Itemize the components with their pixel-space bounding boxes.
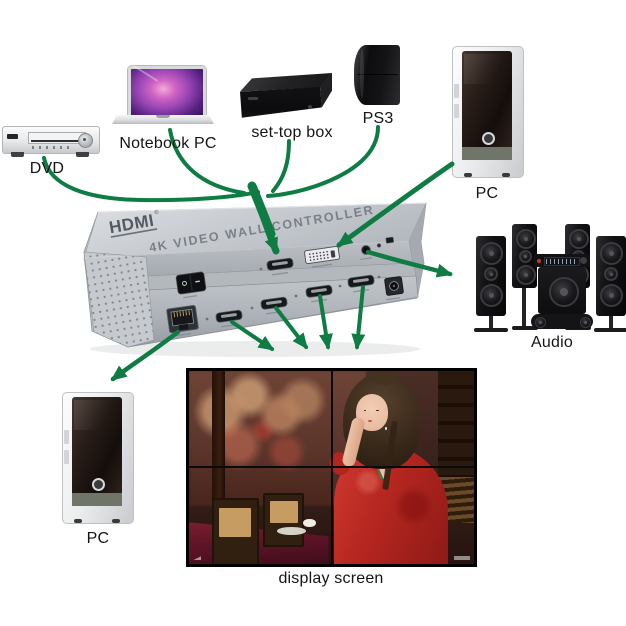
- ps3-image: [354, 45, 400, 105]
- controller-silhouette: [83, 202, 427, 348]
- connection-arrows: [42, 125, 455, 382]
- hdmi-out-port-3: [305, 284, 333, 298]
- controller-input-band: [83, 240, 414, 280]
- hdmi-out-port-2: [260, 296, 288, 310]
- arrow-trunk-to-hdmi-in: [250, 184, 280, 255]
- notebook-pc-label: Notebook PC: [119, 135, 217, 152]
- arrow-output4-to-display: [351, 285, 366, 350]
- pc-top-label: PC: [475, 185, 499, 202]
- subwoofer: [538, 267, 586, 314]
- reset-button: [376, 243, 382, 248]
- controller-front-face: [89, 275, 419, 348]
- pc-front-panel: [72, 397, 122, 493]
- pc-bottom-label: PC: [86, 530, 110, 547]
- dc-power-jack: [384, 276, 404, 296]
- hdmi-logo: HDMI ®: [108, 209, 160, 238]
- hdmi-logo-tagline-bar: [110, 228, 158, 238]
- power-switch: [175, 271, 207, 295]
- controller-left-side-face: [83, 251, 155, 348]
- port-label-marks: [175, 257, 401, 337]
- pc-power-button: [482, 132, 495, 145]
- display-screen-label: display screen: [278, 570, 384, 587]
- video-wall-photo: [189, 371, 474, 564]
- dvd-knob: [78, 133, 93, 148]
- dvd-buttons: [32, 146, 72, 149]
- arrow-settop-to-controller: [271, 139, 291, 193]
- table: [189, 522, 329, 564]
- ps3-label: PS3: [362, 110, 394, 127]
- hdmi-logo-reg: ®: [154, 209, 160, 217]
- arrow-output2-to-display: [274, 306, 308, 350]
- arrow-output3-to-display: [318, 294, 333, 350]
- notebook-keyboard-base: [112, 115, 214, 124]
- ethernet-port: [166, 304, 199, 334]
- audio-out-jack: [360, 244, 372, 256]
- dvd-label: DVD: [29, 160, 65, 177]
- video-wall-divider-horizontal: [189, 466, 474, 469]
- audio-system-image: [474, 220, 626, 336]
- pc-front-panel: [462, 51, 512, 147]
- pc-top-image: [452, 46, 524, 178]
- arrow-pc-to-dvi: [336, 161, 455, 248]
- hdmi-out-port-1: [215, 309, 243, 323]
- speaker-tower-right: [596, 236, 626, 316]
- dvd-player-image: [2, 126, 100, 160]
- set-top-box-image: [240, 73, 332, 125]
- chair: [211, 498, 259, 564]
- notebook-pc-image: [112, 64, 214, 126]
- audio-label: Audio: [531, 334, 573, 351]
- controller-top-face: [83, 202, 427, 259]
- vent-holes: [84, 252, 154, 347]
- hdmi-in-port: [266, 257, 294, 271]
- controller-title: 4K VIDEO WALL CONTROLLER: [148, 203, 375, 255]
- hdmi-out-port-4: [347, 274, 375, 288]
- ir-window: [385, 236, 395, 244]
- arrow-output1-to-display: [230, 320, 275, 351]
- arrow-controller-to-audio: [365, 249, 453, 278]
- controller-shadow: [90, 341, 420, 357]
- controller-step-band: [86, 262, 417, 294]
- pc-power-button: [92, 478, 105, 491]
- pc-bottom-image: [62, 392, 134, 524]
- ps3-body: [354, 45, 400, 105]
- display-screen-image: [186, 368, 477, 567]
- bookshelf: [438, 371, 474, 491]
- center-speaker: [531, 314, 593, 329]
- dvi-port: [304, 246, 340, 264]
- speaker-tower-left: [476, 236, 506, 316]
- av-receiver: [534, 254, 590, 267]
- arrow-controller-to-pc-bottom: [110, 329, 181, 382]
- dvd-display: [7, 134, 18, 139]
- controller-right-face: [409, 203, 426, 297]
- set-top-box-label: set-top box: [251, 124, 333, 141]
- video-wall-controller: HDMI ® 4K VIDEO WALL CONTROLLER: [83, 202, 427, 348]
- chair: [263, 492, 305, 547]
- hdmi-logo-text: HDMI: [108, 211, 156, 238]
- speaker-bookshelf-left: [512, 224, 537, 288]
